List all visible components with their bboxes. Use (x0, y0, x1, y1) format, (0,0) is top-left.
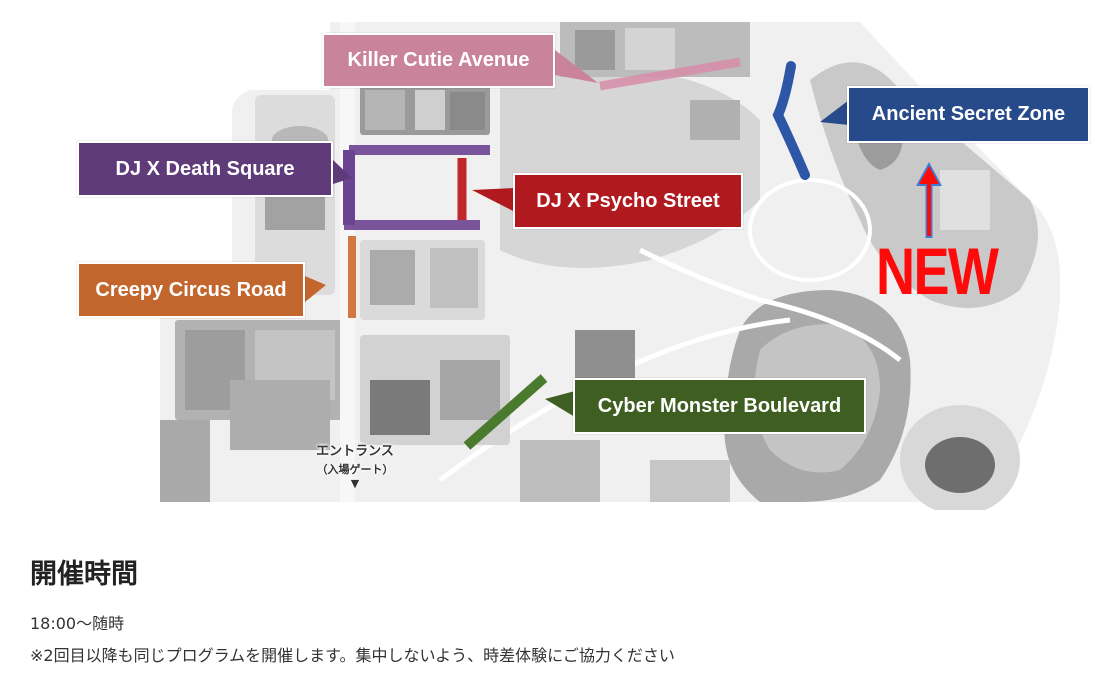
entrance-sublabel: （入場ゲート） (316, 463, 394, 476)
zone-label-dj-x-death-square[interactable]: DJ X Death Square (77, 141, 333, 197)
entrance-triangle-icon: ▼ (350, 477, 360, 490)
zone-label-creepy-circus-road[interactable]: Creepy Circus Road (77, 262, 305, 318)
schedule-title: 開催時間 (30, 559, 138, 590)
schedule-section: 開催時間 (30, 552, 138, 591)
zone-label-cyber-monster-boulevard[interactable]: Cyber Monster Boulevard (573, 378, 866, 434)
entrance-label: エントランス (316, 444, 394, 459)
zone-label-killer-cutie-avenue[interactable]: Killer Cutie Avenue (322, 33, 555, 88)
new-badge: NEW (876, 234, 999, 308)
new-arrow-icon (916, 162, 942, 238)
zone-label-ancient-secret-zone[interactable]: Ancient Secret Zone (847, 86, 1090, 143)
entrance-marker: エントランス （入場ゲート） ▼ (300, 440, 410, 490)
park-map: Killer Cutie Avenue DJ X Death Square DJ… (77, 22, 1090, 510)
schedule-note: ※2回目以降も同じプログラムを開催します。集中しないよう、時差体験にご協力くださ… (30, 646, 675, 665)
schedule-hours: 18:00～随時 (30, 614, 125, 633)
zone-label-dj-x-psycho-street[interactable]: DJ X Psycho Street (513, 173, 743, 229)
